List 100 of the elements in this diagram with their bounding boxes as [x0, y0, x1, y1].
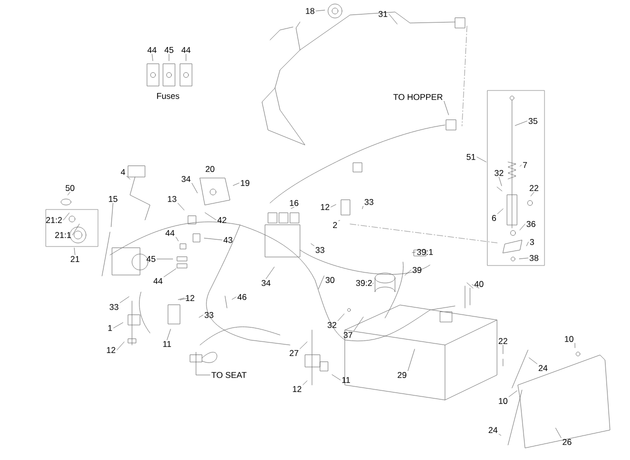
- leader-line: [63, 212, 70, 220]
- leader-line: [528, 358, 538, 364]
- leader-line: [444, 100, 449, 116]
- callout-number: 45: [164, 47, 174, 53]
- callout-number: 39: [412, 267, 422, 273]
- callout-number: 7: [523, 162, 527, 168]
- callout-number: 10: [564, 336, 574, 342]
- leader-line: [302, 380, 308, 386]
- callout-number: 18: [306, 8, 314, 14]
- leader-line: [110, 202, 114, 227]
- callout-number: 39:1: [417, 249, 433, 255]
- leader-line: [204, 212, 216, 220]
- leader-line: [126, 176, 130, 180]
- callout-text: TO SEAT: [211, 372, 247, 378]
- callout-number: 36: [526, 221, 536, 227]
- callout-number: 13: [168, 196, 176, 202]
- leader-line: [192, 182, 198, 194]
- leader-line: [72, 224, 80, 236]
- leader-line: [472, 284, 480, 288]
- group-frame: [46, 209, 98, 247]
- callout-number: 22: [530, 185, 538, 191]
- leader-line: [168, 54, 170, 61]
- callout-number: 12: [106, 347, 116, 353]
- leader-line: [300, 342, 308, 350]
- leader-line: [502, 344, 504, 354]
- callout-number: 6: [492, 215, 496, 221]
- callout-number: 42: [217, 217, 226, 223]
- leader-line: [166, 328, 171, 340]
- leader-line: [113, 322, 124, 328]
- leader-line: [338, 314, 344, 321]
- leader-line: [164, 268, 176, 278]
- callout-number: 22: [498, 338, 508, 344]
- callout-number: 19: [240, 180, 250, 186]
- callout-number: 12: [320, 204, 330, 210]
- leader-line: [466, 282, 474, 288]
- leader-line: [520, 164, 522, 166]
- leader-line: [574, 342, 576, 348]
- callout-number: 1: [108, 325, 112, 331]
- callout-number: 27: [290, 350, 298, 356]
- leader-line: [412, 252, 416, 253]
- callout-number: 34: [182, 176, 190, 182]
- leader-line: [232, 296, 236, 300]
- callout-number: 40: [474, 281, 484, 287]
- leader-line: [152, 54, 154, 61]
- group-frame: [487, 90, 545, 266]
- callout-number: 44: [153, 278, 162, 284]
- callout-text: TO HOPPER: [393, 94, 442, 100]
- callout-number: 21:1: [55, 232, 71, 238]
- leader-line: [196, 352, 210, 376]
- callout-number: 26: [562, 439, 572, 445]
- callout-number: 10: [498, 398, 508, 404]
- leader-line: [362, 206, 364, 210]
- leader-line: [530, 192, 534, 196]
- leader-line: [498, 176, 502, 186]
- leader-line: [178, 298, 184, 300]
- callout-number: 30: [326, 277, 334, 283]
- leader-line: [116, 342, 124, 350]
- callout-number: 33: [110, 304, 118, 310]
- leader-line: [156, 258, 173, 260]
- callout-number: 46: [237, 294, 246, 300]
- leader-line: [176, 236, 179, 242]
- callout-number: 33: [364, 199, 374, 205]
- leader-line: [266, 266, 275, 279]
- callout-number: 3: [530, 239, 534, 245]
- leader-line: [68, 192, 70, 196]
- callout-number: 31: [378, 11, 388, 17]
- callout-number: 2: [333, 222, 337, 228]
- callout-number: 16: [290, 200, 298, 206]
- callout-number: 34: [262, 280, 270, 286]
- callout-number: 43: [223, 237, 232, 243]
- callout-number: 12: [292, 386, 302, 392]
- leader-line: [290, 206, 294, 209]
- callout-number: 32: [494, 170, 504, 176]
- leader-line: [316, 10, 325, 12]
- callout-number: 39:2: [356, 280, 372, 286]
- leader-line: [388, 14, 398, 24]
- leader-line: [310, 243, 314, 246]
- callout-number: 24: [488, 427, 498, 433]
- fuses-label: Fuses: [157, 93, 180, 99]
- callout-number: 44: [165, 230, 174, 236]
- leader-line: [514, 120, 528, 126]
- leader-line: [330, 204, 336, 208]
- callout-number: 35: [528, 118, 538, 124]
- callout-number: 12: [186, 295, 194, 301]
- leader-line: [520, 224, 526, 230]
- callout-number: 45: [146, 256, 156, 262]
- leader-line: [178, 202, 184, 210]
- leader-line: [555, 428, 562, 438]
- callout-number: 24: [538, 365, 548, 371]
- leader-line: [519, 258, 528, 260]
- leader-line: [120, 296, 130, 303]
- callout-number: 11: [342, 377, 350, 383]
- leader-line: [508, 390, 518, 397]
- callout-number: 21:2: [46, 217, 62, 223]
- leader-line: [404, 270, 412, 276]
- callout-number: 33: [316, 247, 324, 253]
- leader-line: [204, 238, 222, 240]
- leader-line: [198, 314, 204, 318]
- callout-number: 11: [163, 341, 171, 347]
- leader-line: [74, 248, 76, 256]
